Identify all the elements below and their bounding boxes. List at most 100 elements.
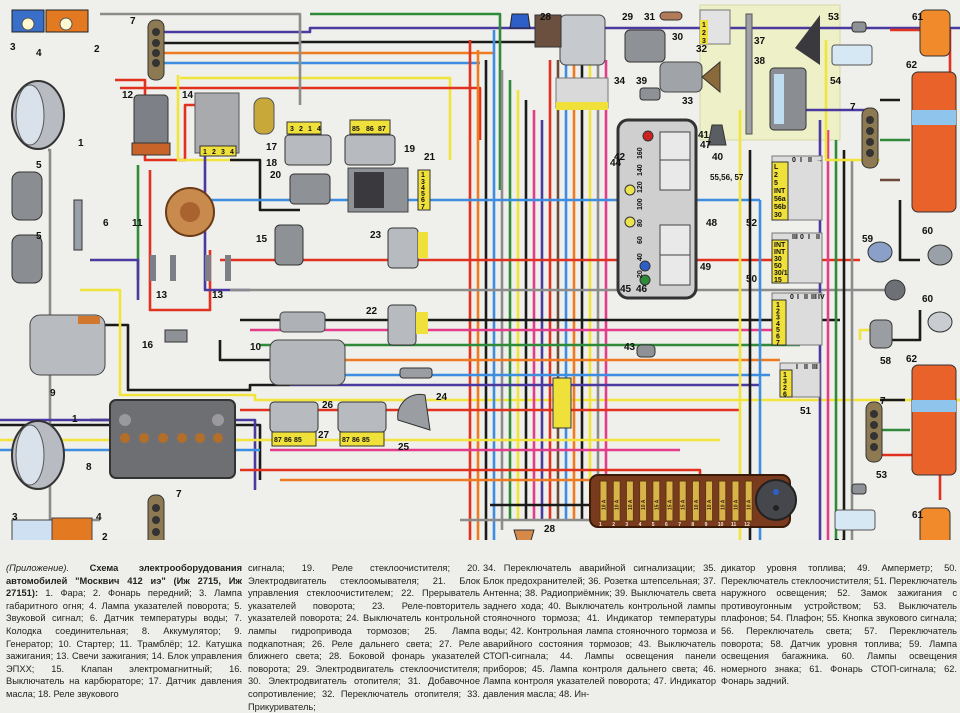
pin-label: 5	[776, 327, 780, 334]
turn-repeater-relay	[387, 227, 428, 269]
position-label: I	[808, 234, 810, 241]
pin-label: 2	[774, 172, 778, 179]
pin-label: INT	[774, 249, 786, 256]
fuse-number: 11	[731, 522, 737, 528]
callout-11: 11	[132, 218, 143, 229]
high-beam-indicator	[639, 260, 651, 272]
rear-lamp-bottom	[911, 364, 957, 476]
callout-9: 9	[50, 388, 56, 399]
caption-column-1: (Приложение). Схема электрооборудования …	[6, 562, 242, 701]
fuel-level-sensor	[869, 279, 906, 349]
callout-43: 43	[624, 342, 636, 353]
pin-label: 2	[299, 126, 303, 133]
radio-receiver	[769, 15, 820, 131]
carburetor-switch	[164, 329, 188, 343]
pin-label: 87	[342, 437, 350, 444]
fuse-number: 7	[678, 522, 681, 528]
callout-28: 28	[540, 12, 552, 23]
callout-45: 45	[620, 284, 632, 295]
callout-7: 7	[176, 489, 182, 500]
ignition-coil	[131, 94, 171, 156]
rear-lamp-top	[911, 71, 957, 213]
pin-label: 3	[421, 179, 425, 186]
caption-legend-part-1: 1. Фара; 2. Фонарь передний; 3. Лампа га…	[6, 588, 242, 699]
fuse	[731, 480, 740, 522]
pin-label: 1	[776, 302, 780, 309]
spark-plugs	[150, 255, 231, 281]
fuse-rating: 15 A	[668, 499, 674, 510]
callout-15: 15	[256, 234, 268, 245]
callout-48: 48	[706, 218, 718, 229]
turn-flasher	[387, 304, 428, 346]
caption-column-2: сигнала; 19. Реле стеклоочистителя; 20. …	[248, 562, 480, 713]
callout-4: 4	[36, 48, 42, 59]
pin-label: 4	[230, 149, 234, 156]
callout-7: 7	[130, 16, 136, 27]
pin-label: 1	[702, 22, 706, 29]
pin-label: 85	[294, 437, 302, 444]
callout-28: 28	[544, 524, 556, 535]
horn-1	[11, 171, 43, 221]
pin-label: INT	[774, 188, 786, 195]
wiper-motor	[534, 14, 606, 66]
connector-block-bottom-left	[147, 494, 165, 540]
callout-16: 16	[142, 340, 154, 351]
speedometer-tick-label: 20	[637, 270, 644, 278]
speedometer-tick-label: 60	[637, 236, 644, 244]
callout-21: 21	[424, 152, 436, 163]
pin-label: 5	[421, 191, 425, 198]
callout-61: 61	[912, 510, 924, 521]
pin-label: 15	[774, 277, 782, 284]
water-temp-sensor	[73, 199, 83, 251]
wiring-diagram: 1 2 3 4 3 2 1 4 85 86 87 1 3 4 5 6 7	[0, 4, 960, 540]
wire-harness	[0, 12, 960, 540]
high-beam-relay: 87 86 85	[269, 401, 319, 447]
pin-label: 86	[366, 126, 374, 133]
battery	[109, 399, 236, 479]
fuse-rating: 10 A	[707, 499, 713, 510]
callout-17: 17	[266, 142, 278, 153]
speedometer-tick-label: 140	[637, 164, 644, 176]
callout-60: 60	[922, 294, 934, 305]
callout-60: 60	[922, 226, 934, 237]
callout-38: 38	[754, 56, 766, 67]
callout-41: 41	[698, 130, 710, 141]
callout-50: 50	[746, 274, 758, 285]
caption-legend-part-4: дикатор уровня топлива; 49. Амперметр; 5…	[721, 563, 957, 687]
callout-2: 2	[94, 44, 100, 55]
pin-label: 86	[284, 437, 292, 444]
position-label: III	[811, 294, 817, 301]
pin-label: 1	[203, 149, 207, 156]
position-label: I	[800, 157, 802, 164]
fuse	[678, 480, 687, 522]
callout-19: 19	[404, 144, 416, 155]
position-label: I	[797, 294, 799, 301]
cigarette-lighter	[659, 60, 721, 94]
position-label: II	[804, 364, 808, 371]
fuse-number: 6	[665, 522, 668, 528]
fuse-rating: 15 A	[681, 499, 687, 510]
wire	[310, 12, 502, 190]
pin-label: 85	[362, 437, 370, 444]
callout-47: 47	[700, 140, 712, 151]
callout-12: 12	[122, 90, 134, 101]
pin-label: 1	[421, 172, 425, 179]
position-label: 0	[790, 294, 794, 301]
fuse-number: 1	[599, 522, 602, 528]
connector-block-bottom-right	[865, 401, 883, 463]
callout-62: 62	[906, 60, 918, 71]
pin-label: 2	[783, 385, 787, 392]
pin-label: 3	[783, 379, 787, 386]
position-label: II	[816, 234, 820, 241]
wire	[160, 26, 960, 34]
callout-3: 3	[12, 512, 18, 523]
callout-29: 29	[622, 12, 634, 23]
callout-37: 37	[754, 36, 766, 47]
pin-label: 87	[378, 126, 386, 133]
callout-3: 3	[10, 42, 16, 53]
fuse-rating: 10 A	[628, 499, 634, 510]
callout-labels: 3 4 2 7 1 5 5 6 12 14 11 13 13 17 18 19 …	[10, 12, 934, 540]
